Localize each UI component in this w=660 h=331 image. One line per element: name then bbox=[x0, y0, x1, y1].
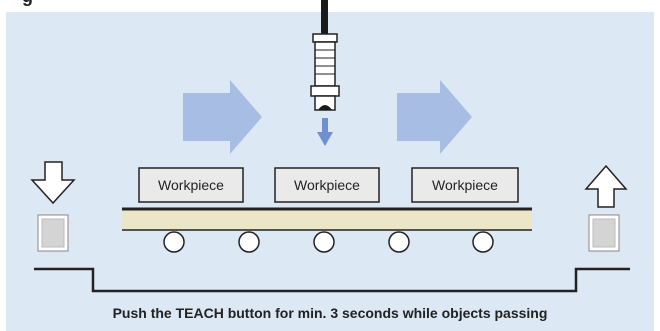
workpiece-1: Workpiece bbox=[138, 167, 244, 203]
indicator-lamp-icon bbox=[37, 214, 69, 252]
flow-arrow-right-icon bbox=[397, 80, 472, 154]
workpiece-3: Workpiece bbox=[411, 167, 519, 203]
arrow-up-outline-icon bbox=[584, 164, 628, 208]
caption: Push the TEACH button for min. 3 seconds… bbox=[113, 305, 548, 321]
workpiece-label: Workpiece bbox=[158, 177, 224, 193]
detection-beam-arrow-icon bbox=[317, 118, 333, 146]
proximity-sensor-icon bbox=[310, 0, 340, 111]
header-fragment: g bbox=[22, 0, 33, 7]
arrow-down-outline-icon bbox=[30, 161, 76, 205]
indicator-lamp-icon bbox=[588, 214, 620, 252]
workpiece-2: Workpiece bbox=[274, 167, 380, 203]
roller-icon bbox=[163, 231, 494, 253]
teach-timing-line bbox=[34, 267, 630, 293]
conveyor-belt bbox=[122, 207, 532, 231]
flow-arrow-left-icon bbox=[183, 80, 262, 154]
workpiece-label: Workpiece bbox=[432, 177, 498, 193]
workpiece-label: Workpiece bbox=[294, 177, 360, 193]
